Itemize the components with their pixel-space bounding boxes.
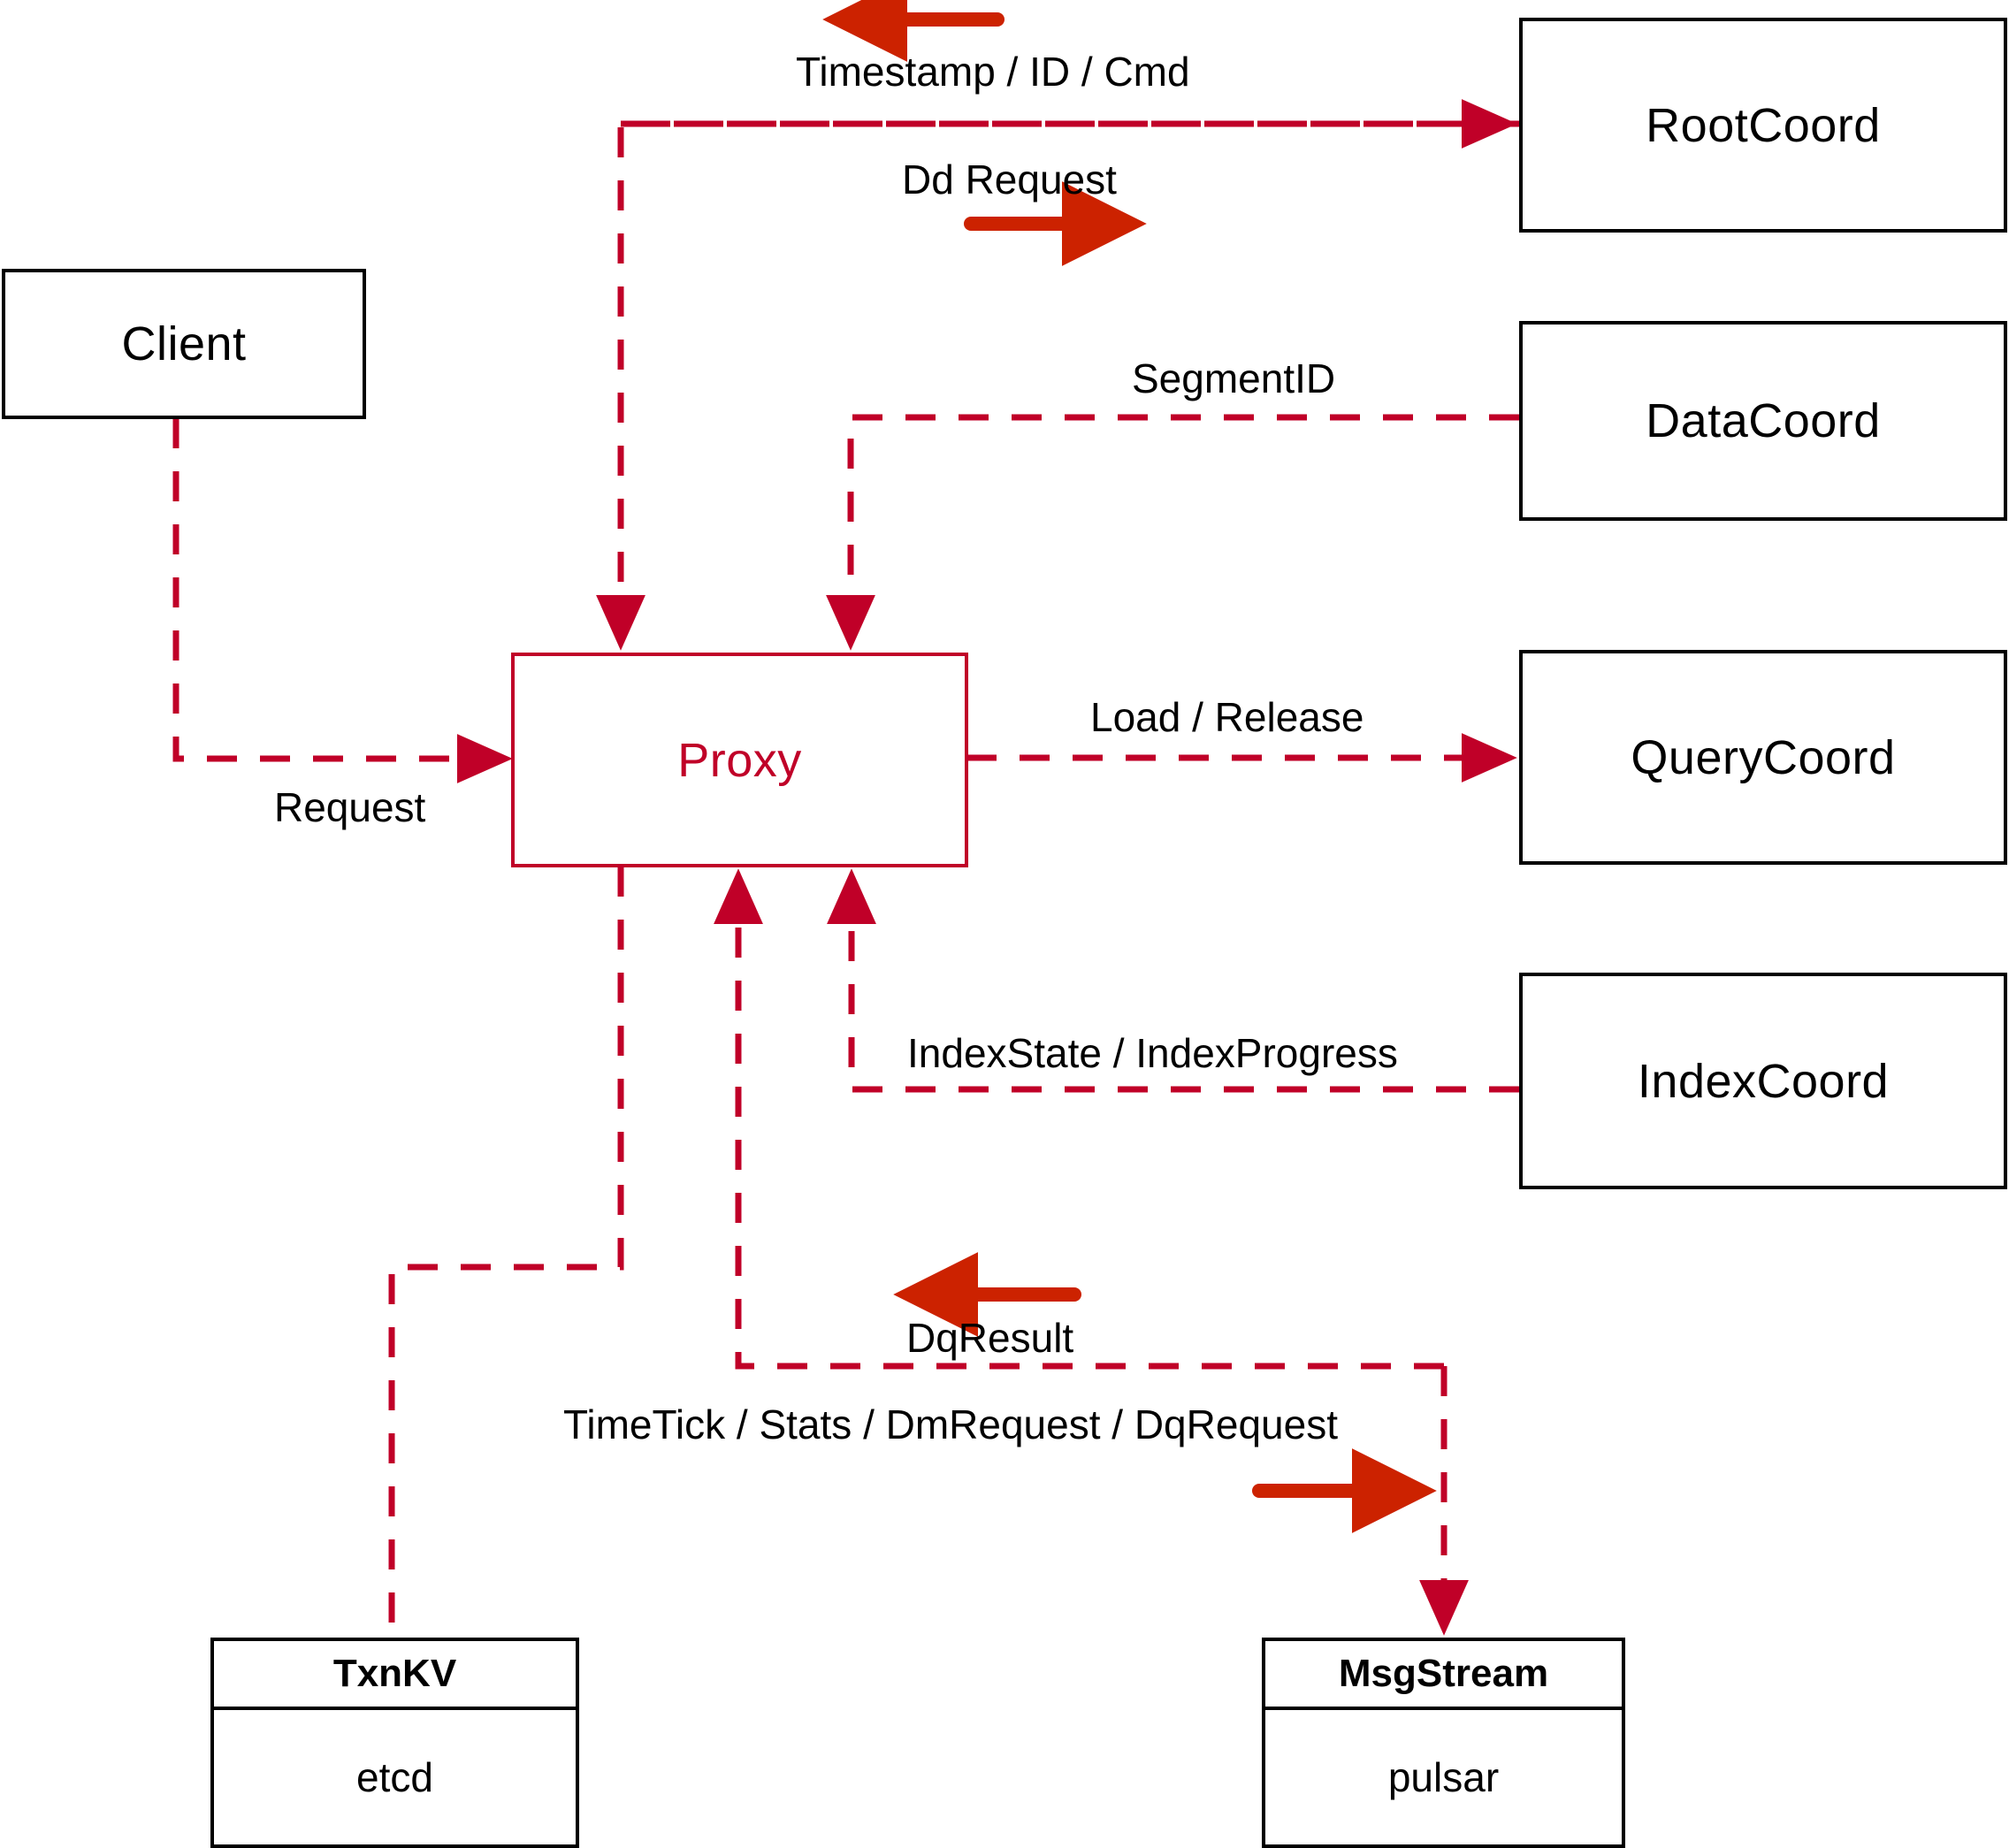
edge-label-request-text: Request — [274, 784, 426, 830]
edge-label-dq-result: DqResult — [906, 1317, 1073, 1358]
node-txnkv-body: etcd — [214, 1710, 576, 1844]
node-txnkv[interactable]: TxnKV etcd — [210, 1638, 579, 1848]
edge-label-dq-result-text: DqResult — [906, 1315, 1074, 1361]
node-msgstream[interactable]: MsgStream pulsar — [1262, 1638, 1625, 1848]
node-datacoord[interactable]: DataCoord — [1519, 321, 2007, 521]
node-rootcoord-label: RootCoord — [1646, 98, 1881, 152]
edge-label-dd-request-text: Dd Request — [902, 157, 1117, 202]
edge-label-request: Request — [274, 787, 425, 828]
node-rootcoord[interactable]: RootCoord — [1519, 18, 2007, 233]
edge-label-segment-id: SegmentID — [1132, 358, 1335, 399]
node-proxy-label: Proxy — [677, 733, 802, 787]
node-client[interactable]: Client — [2, 269, 366, 419]
edge-label-segment-id-text: SegmentID — [1132, 355, 1336, 401]
edge-datacoord-to-proxy — [826, 414, 1519, 651]
node-msgstream-body: pulsar — [1265, 1710, 1622, 1844]
node-indexcoord-label: IndexCoord — [1637, 1054, 1890, 1108]
edge-proxy-to-txnkv — [388, 867, 624, 1638]
edge-label-index-state-progress: IndexState / IndexProgress — [907, 1033, 1398, 1073]
edge-label-timestamp-id-cmd: Timestamp / ID / Cmd — [796, 51, 1190, 92]
node-txnkv-body-label: etcd — [356, 1754, 433, 1800]
node-msgstream-header: MsgStream — [1265, 1641, 1622, 1710]
edge-label-timestamp-id-cmd-text: Timestamp / ID / Cmd — [796, 49, 1190, 95]
edge-label-timetick-stats-text: TimeTick / Stats / DmRequest / DqRequest — [563, 1401, 1338, 1447]
node-querycoord[interactable]: QueryCoord — [1519, 650, 2007, 865]
node-indexcoord[interactable]: IndexCoord — [1519, 973, 2007, 1189]
edge-label-dd-request: Dd Request — [902, 159, 1117, 200]
node-client-label: Client — [121, 317, 247, 370]
edge-msgstream-to-proxy — [714, 868, 1444, 1370]
node-txnkv-header: TxnKV — [214, 1641, 576, 1710]
edge-label-load-release: Load / Release — [1090, 697, 1364, 737]
edge-label-timetick-stats: TimeTick / Stats / DmRequest / DqRequest — [563, 1404, 1338, 1445]
node-querycoord-label: QueryCoord — [1631, 730, 1896, 784]
node-msgstream-header-label: MsgStream — [1338, 1652, 1549, 1695]
edge-label-load-release-text: Load / Release — [1090, 694, 1364, 740]
node-txnkv-header-label: TxnKV — [332, 1652, 457, 1695]
node-msgstream-body-label: pulsar — [1387, 1754, 1500, 1800]
node-datacoord-label: DataCoord — [1646, 394, 1881, 447]
edge-label-index-state-progress-text: IndexState / IndexProgress — [907, 1030, 1398, 1076]
node-proxy[interactable]: Proxy — [511, 653, 968, 867]
edge-client-to-proxy — [172, 418, 513, 783]
